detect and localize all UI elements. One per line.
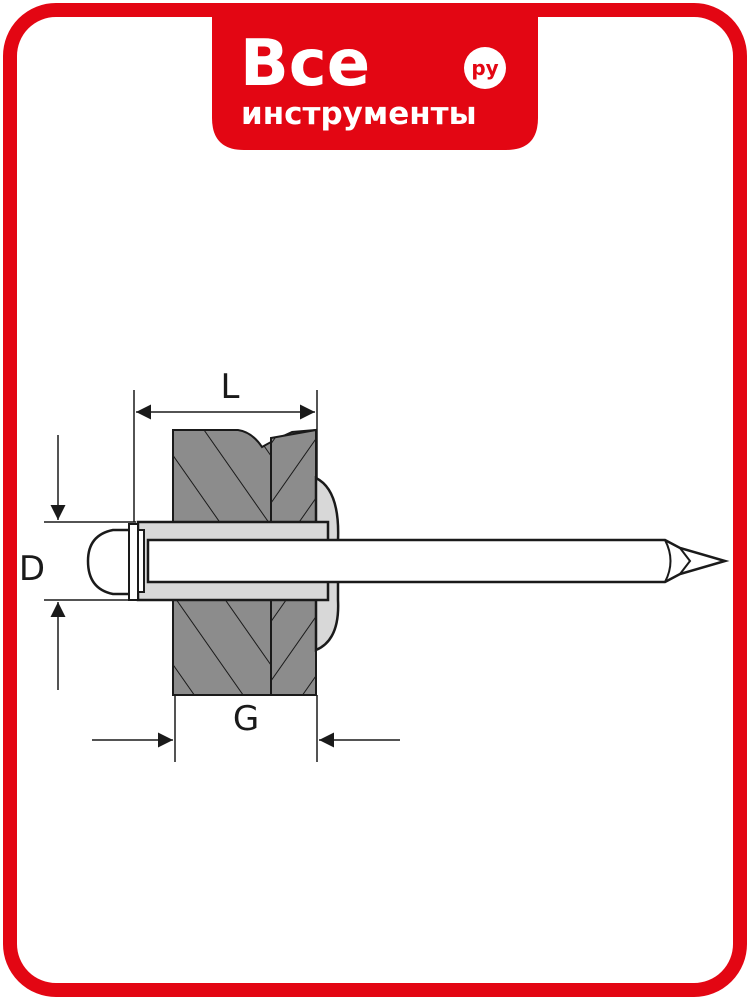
material-bottom — [172, 599, 317, 696]
dimension-length-label: L — [221, 367, 240, 407]
dimension-grip: G — [92, 695, 400, 762]
page-frame — [3, 3, 747, 997]
logo-domain: ру — [471, 56, 498, 80]
dimension-grip-label: G — [233, 699, 259, 739]
brand-logo: Все инструменты ру — [212, 10, 538, 150]
rivet-head — [86, 528, 135, 596]
logo-line2: инструменты — [241, 96, 477, 132]
logo-line1: Все — [240, 27, 370, 101]
rivet-mandrel — [146, 538, 730, 584]
logo-badge — [212, 10, 538, 150]
logo-domain-circle — [464, 47, 506, 89]
dimension-length: L — [133, 367, 318, 522]
dimension-diameter-label: D — [19, 549, 45, 589]
dimension-diameter: D — [19, 435, 136, 690]
material-top — [172, 428, 317, 523]
